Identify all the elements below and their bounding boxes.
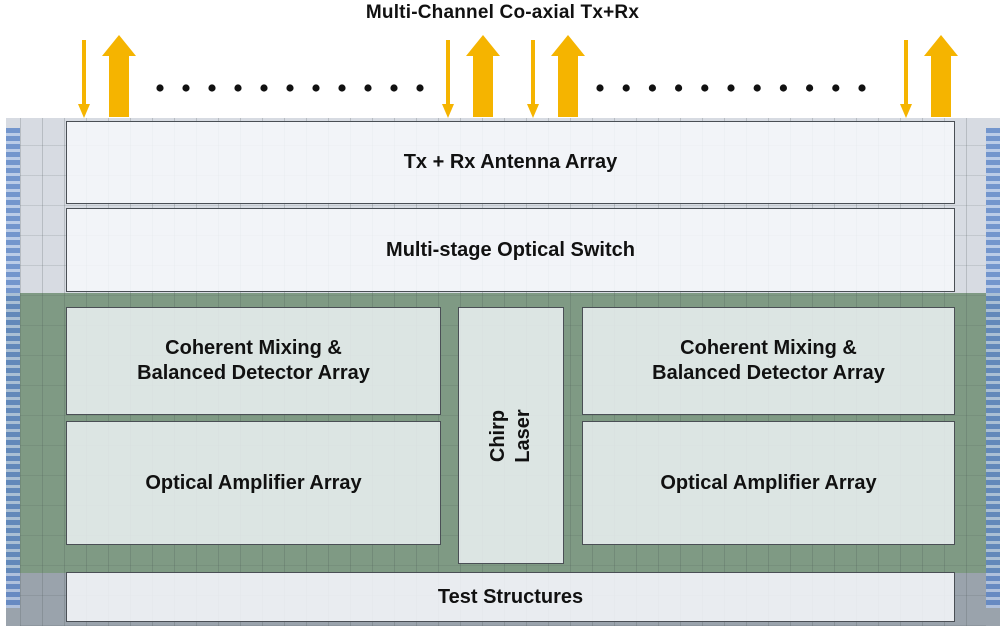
tx-up-arrow-head [466,35,500,56]
ellipsis-dot [753,84,761,92]
diagram-title: Multi-Channel Co-axial Tx+Rx [365,2,640,23]
ellipsis-dot [622,84,630,92]
optical-amplifier-right-block: Optical Amplifier Array [582,421,955,545]
ellipsis-dot [286,84,294,92]
tx-up-arrow-shaft [109,55,129,117]
optical-amplifier-left-block: Optical Amplifier Array [66,421,441,545]
optical-amplifier-left-label: Optical Amplifier Array [145,471,362,494]
ellipsis-dot [858,84,866,92]
ellipsis-dot [675,84,683,92]
ellipsis-dot [832,84,840,92]
ellipsis-dot [779,84,788,92]
ellipsis-dot [312,84,320,92]
coherent-mixing-right-label: Coherent Mixing & Balanced Detector Arra… [652,337,885,384]
tx-up-arrow-shaft [931,55,951,117]
ellipsis-dot [156,84,164,92]
coherent-mixing-right-block: Coherent Mixing & Balanced Detector Arra… [582,307,955,415]
rx-down-arrow-head [527,104,539,118]
ellipsis-dot [338,84,346,92]
chirp-laser-label: Chirp Laser [487,408,534,463]
rx-down-arrow-shaft [904,40,908,106]
chip-pads-right [986,128,1000,608]
ellipsis-dot [390,84,398,92]
chirp-laser-block: Chirp Laser [458,307,564,564]
test-structures-block: Test Structures [66,572,955,622]
ellipsis-dot [596,84,604,92]
tx-up-arrow-shaft [473,55,493,117]
rx-down-arrow-shaft [446,40,450,106]
tx-up-arrow-shaft [558,55,578,117]
antenna-array-label: Tx + Rx Antenna Array [403,151,618,173]
tx-up-arrow-head [551,35,585,56]
ellipsis-dot [260,84,268,92]
rx-down-arrow-shaft [82,40,86,106]
ellipsis-dot [727,84,735,92]
channel-arrows [78,35,958,118]
rx-down-arrow-head [78,104,90,118]
rx-down-arrow-head [442,104,454,118]
ellipsis-dot [182,84,190,92]
tx-up-arrow-head [102,35,136,56]
ellipsis-dot [806,84,814,92]
coherent-mixing-left-block: Coherent Mixing & Balanced Detector Arra… [66,307,441,415]
antenna-array-block: Tx + Rx Antenna Array [66,121,955,204]
ellipsis-dot [648,84,657,92]
optical-switch-block: Multi-stage Optical Switch [66,208,955,292]
rx-down-arrow-shaft [531,40,535,106]
tx-up-arrow-head [924,35,958,56]
optical-amplifier-right-label: Optical Amplifier Array [660,471,877,494]
rx-down-arrow-head [900,104,912,118]
chip-pads-left [6,128,20,608]
ellipsis-dot [208,84,216,92]
coherent-mixing-left-label: Coherent Mixing & Balanced Detector Arra… [137,337,370,384]
optical-switch-label: Multi-stage Optical Switch [386,238,635,261]
ellipsis-dot [234,84,242,92]
ellipsis-dot [364,84,372,92]
ellipsis-dot [701,84,709,92]
ellipsis-dot [416,84,424,92]
test-structures-label: Test Structures [437,585,584,608]
